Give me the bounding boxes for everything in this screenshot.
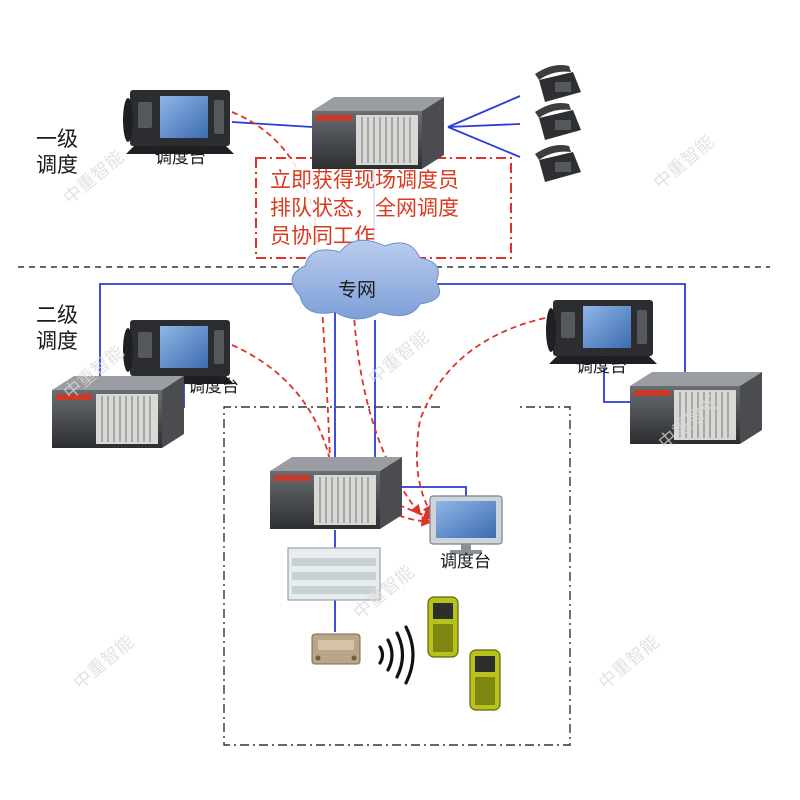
status-note: 立即获得现场调度员 排队状态，全网调度 员协同工作 [255, 157, 512, 259]
watermark-8: 中重智能 [595, 631, 664, 693]
field-area-boundary [223, 406, 571, 746]
level-1-console-label: 调度台 [155, 148, 206, 168]
phone-3-icon [535, 145, 581, 182]
level-2-left-dispatch-console [123, 320, 234, 384]
phone-1-icon [535, 65, 581, 102]
level-2-label-top: 二级 [36, 303, 78, 327]
field-switch-server [269, 456, 403, 530]
level-1-switch-server [311, 96, 445, 170]
level-2-right-dispatch-console [546, 300, 657, 364]
field-pc-console [429, 495, 503, 554]
watermark-7: 中重智能 [70, 631, 139, 693]
phone-2-icon [535, 103, 581, 140]
field-console-label: 调度台 [440, 552, 491, 572]
level-1-label-bottom: 调度 [36, 153, 78, 177]
handset-2 [469, 649, 501, 711]
level-2-left-console-label: 调度台 [188, 377, 239, 397]
wireless-signal-icon [378, 625, 415, 685]
network-label: 专网 [338, 279, 376, 301]
handset-1 [427, 596, 459, 658]
note-line-2: 排队状态，全网调度 [270, 196, 459, 220]
watermark-2: 中重智能 [650, 131, 719, 193]
distribution-panel [287, 547, 381, 601]
private-network-cloud: 专网 [291, 239, 440, 320]
level-1-label-top: 一级 [36, 127, 78, 151]
level-2-label-bottom: 调度 [36, 329, 78, 353]
level-1-dispatch-console [123, 90, 234, 154]
note-line-1: 立即获得现场调度员 [270, 168, 459, 192]
level-2-right-console-label: 调度台 [576, 357, 627, 377]
base-station [311, 633, 361, 665]
